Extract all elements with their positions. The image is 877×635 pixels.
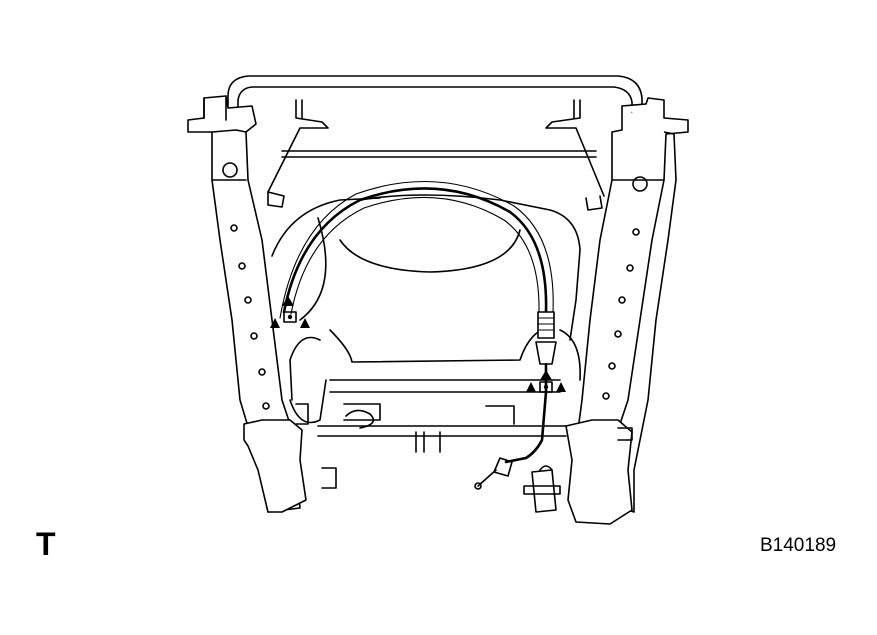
upper-cross-bar (281, 150, 597, 158)
clip-marker-right (526, 370, 566, 393)
seatback-tube-frame (227, 75, 643, 113)
release-lever (523, 465, 561, 513)
right-seat-rail (565, 97, 689, 525)
clip-marker-left (270, 296, 310, 328)
left-seat-rail (187, 95, 337, 513)
lower-cross-tube (317, 379, 567, 453)
view-label: T (36, 526, 56, 562)
release-cable (279, 180, 557, 490)
figure-code: B140189 (760, 535, 837, 556)
inner-brackets (267, 99, 605, 211)
